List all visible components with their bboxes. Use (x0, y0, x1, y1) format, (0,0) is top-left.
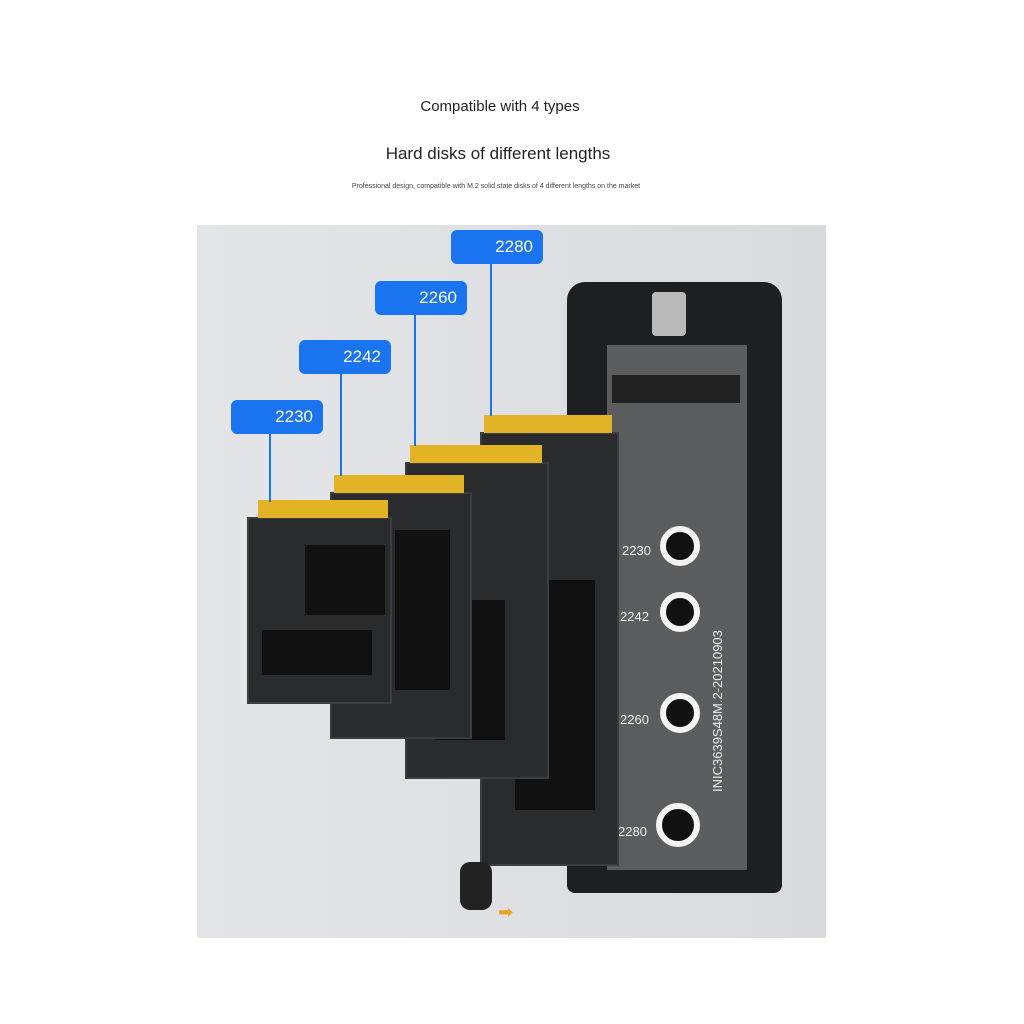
label-2280: 2280 (451, 230, 543, 264)
mount-hole-2260 (660, 693, 700, 733)
arrow-right-icon: ➡ (498, 902, 514, 922)
label-2230: 2230 (231, 400, 323, 434)
label-2260: 2260 (375, 281, 467, 315)
pcb-mark: 2280 (618, 824, 647, 839)
ssd-2260-connector (410, 445, 542, 463)
pcb-silkscreen: INIC3639S48M.2-20210903 (710, 630, 725, 792)
leader-line (269, 434, 271, 502)
label-2242: 2242 (299, 340, 391, 374)
ssd-chip (305, 545, 385, 615)
mount-screw (460, 862, 492, 910)
mount-hole-2230 (660, 526, 700, 566)
leader-line (490, 263, 492, 416)
pcb-mark: 2242 (620, 609, 649, 624)
pcb-mark: 2230 (622, 543, 651, 558)
ssd-chip (262, 630, 372, 675)
subtitle: Professional design, compatible with M.2… (351, 183, 641, 190)
ssd-chip (395, 530, 450, 690)
leader-line (414, 313, 416, 446)
usb-c-port (652, 292, 686, 336)
mount-hole-2242 (660, 592, 700, 632)
ssd-2280-connector (484, 415, 612, 433)
heading-line2: Hard disks of different lengths (385, 144, 611, 163)
leader-line (340, 373, 342, 476)
ssd-2242-connector (334, 475, 464, 493)
pcb-mark: 2260 (620, 712, 649, 727)
mount-hole-2280 (656, 803, 700, 847)
ssd-2230-connector (258, 500, 388, 518)
m2-slot (612, 375, 740, 403)
heading-line1: Compatible with 4 types (420, 98, 580, 115)
